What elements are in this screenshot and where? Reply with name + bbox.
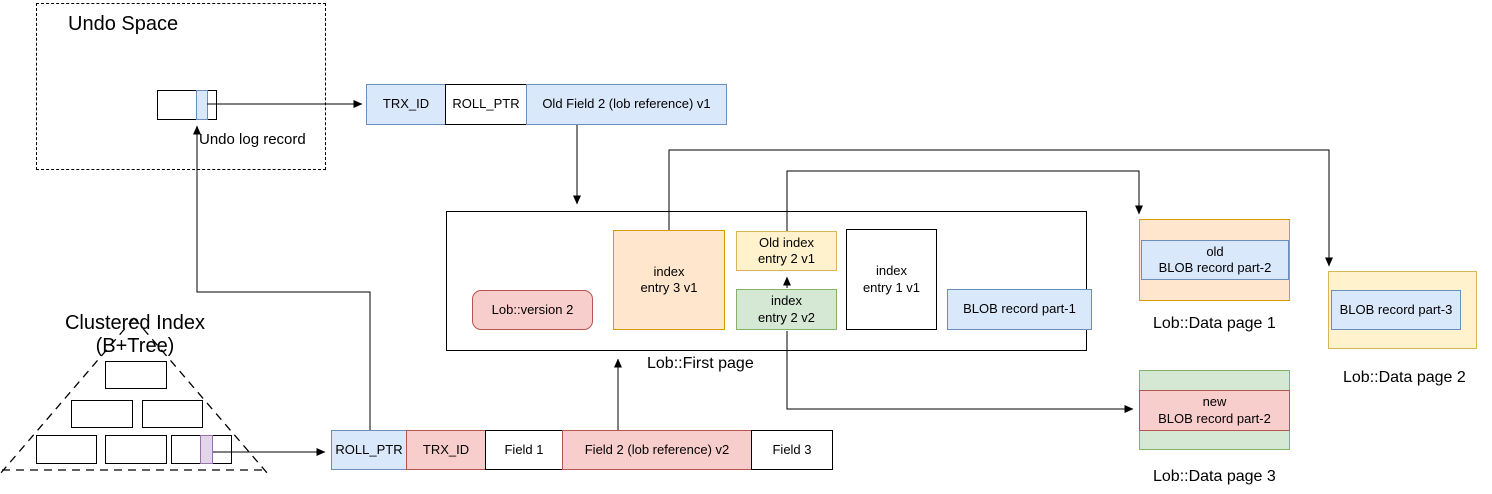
btree-leaf-record-strip: [200, 435, 213, 464]
row-cell-field-1: Field 1: [485, 430, 563, 470]
btree-internal-node-right: [142, 400, 203, 428]
new-blob-record-part-2-box: new BLOB record part-2: [1139, 390, 1290, 431]
index-entry-3-box: index entry 3 v1: [613, 230, 725, 330]
row-cell-trx-id: TRX_ID: [406, 430, 486, 470]
old-index-entry-2-box: Old index entry 2 v1: [736, 231, 837, 271]
lob-data-page-1-label: Lob::Data page 1: [1153, 315, 1276, 332]
undo-space-container: [36, 3, 326, 170]
undo-space-title: Undo Space: [68, 13, 179, 35]
undo-row-cell-old-field-2: Old Field 2 (lob reference) v1: [526, 84, 727, 125]
btree-leaf-node-3: [171, 435, 232, 464]
btree-internal-node-left: [71, 400, 133, 428]
index-entry-2-box: index entry 2 v2: [736, 289, 837, 330]
row-cell-field-3: Field 3: [751, 430, 833, 470]
row-cell-field-2: Field 2 (lob reference) v2: [562, 430, 752, 470]
undo-log-record-pointer-strip: [196, 90, 208, 120]
blob-record-part-1-box: BLOB record part-1: [947, 289, 1092, 330]
undo-log-record-box: [157, 90, 217, 120]
btree-leaf-node-2: [105, 435, 167, 464]
undo-row-cell-roll-ptr: ROLL_PTR: [445, 84, 527, 125]
old-blob-record-part-2-box: old BLOB record part-2: [1141, 240, 1289, 280]
lob-data-page-2-label: Lob::Data page 2: [1343, 369, 1466, 386]
btree-root-node: [105, 361, 167, 389]
clustered-index-title: Clustered Index (B+Tree): [64, 312, 206, 357]
undo-log-record-label: Undo log record: [199, 131, 306, 148]
lob-data-page-3-box: new BLOB record part-2: [1139, 370, 1290, 450]
lob-data-page-2-box: BLOB record part-3: [1328, 271, 1477, 349]
blob-record-part-3-box: BLOB record part-3: [1331, 290, 1461, 330]
lob-first-page-label: Lob::First page: [647, 355, 754, 372]
lob-data-page-3-label: Lob::Data page 3: [1153, 468, 1276, 485]
undo-row-cell-trx-id: TRX_ID: [366, 84, 446, 125]
row-cell-roll-ptr: ROLL_PTR: [331, 430, 407, 470]
lob-data-page-1-box: old BLOB record part-2: [1139, 219, 1290, 301]
btree-leaf-node-1: [36, 435, 97, 464]
index-entry-1-box: index entry 1 v1: [846, 229, 937, 330]
lob-version-box: Lob::version 2: [472, 290, 593, 330]
connector-roll-ptr-to-undo-record: [193, 125, 371, 430]
